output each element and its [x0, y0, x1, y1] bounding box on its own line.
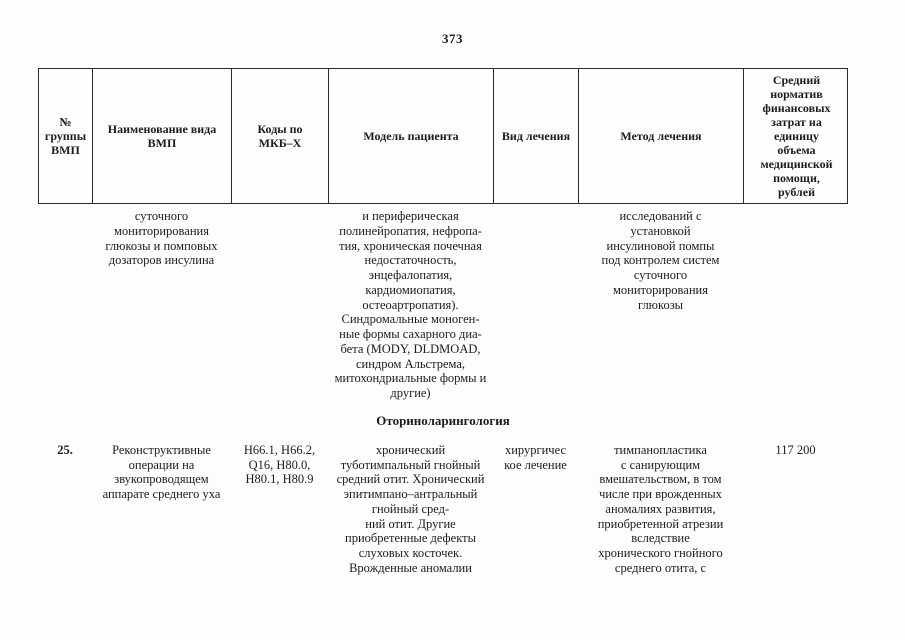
header-vmp-name: Наименование вида ВМП: [93, 69, 232, 203]
table-row-continuation: суточного мониторирования глюкозы и помп…: [38, 209, 848, 401]
table-row-25: 25. Реконструктивные операции на звукопр…: [38, 443, 848, 576]
cell-treatment-method: исследований с установкой инсулиновой по…: [601, 209, 720, 312]
cell-patient-model: и периферическая полинейропатия, нефропа…: [334, 209, 487, 400]
header-icd-codes: Коды по МКБ–Х: [232, 69, 329, 203]
cell-treatment-type: хирургичес кое лечение: [504, 442, 567, 472]
header-treatment-method: Метод лечения: [579, 69, 744, 203]
cell-treatment-method: тимпанопластика с санирующим вмешательст…: [597, 442, 724, 575]
page-number: 373: [442, 31, 463, 46]
cell-vmp-name: Реконструктивные операции на звукопровод…: [102, 442, 221, 501]
cell-vmp-name: суточного мониторирования глюкозы и помп…: [105, 209, 218, 268]
cell-group-number: 25.: [57, 442, 73, 457]
vmp-table: № группы ВМП Наименование вида ВМП Коды …: [38, 68, 848, 576]
cell-average-cost: 117 200: [775, 442, 816, 457]
header-average-cost: Средний норматив финансовых затрат на ед…: [760, 72, 833, 200]
table-header-row: № группы ВМП Наименование вида ВМП Коды …: [38, 68, 848, 204]
cell-icd-codes: H66.1, H66.2, Q16, H80.0, H80.1, H80.9: [243, 442, 316, 487]
header-treatment-type: Вид лечения: [494, 69, 579, 203]
section-header-otorhinolaryngology: Оториноларингология: [376, 412, 510, 428]
header-patient-model: Модель пациента: [329, 69, 494, 203]
header-group-number: № группы ВМП: [39, 69, 93, 203]
cell-patient-model: хронический туботимпальный гнойный средн…: [336, 442, 485, 575]
